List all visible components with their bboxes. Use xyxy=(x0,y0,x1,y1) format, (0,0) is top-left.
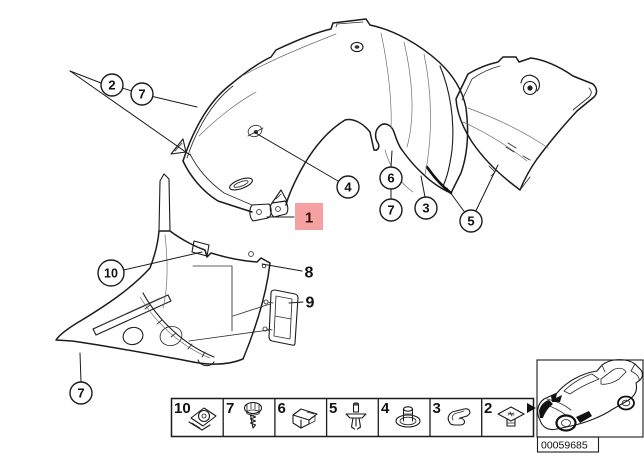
cover-panel-drawing xyxy=(55,173,271,367)
mounting-plate-drawing xyxy=(262,289,299,346)
callout-7-top-label: 7 xyxy=(138,87,145,102)
fastener-legend: 10 7 6 xyxy=(170,397,535,438)
legend-cell-4-label: 4 xyxy=(381,400,390,417)
callout-7-mid-label: 7 xyxy=(387,203,394,218)
part-label-8-text: 8 xyxy=(305,265,314,282)
callout-6-label: 6 xyxy=(387,171,394,186)
callout-10[interactable]: 10 xyxy=(97,259,125,287)
clamp-clip-icon xyxy=(292,408,318,429)
leader-lines xyxy=(69,70,499,383)
car-sketch-icon xyxy=(527,359,643,432)
callout-5-label: 5 xyxy=(467,214,474,229)
legend-cell-5-label: 5 xyxy=(329,400,337,417)
callout-4[interactable]: 4 xyxy=(336,175,360,199)
part-label-9[interactable]: 9 xyxy=(306,295,315,312)
wheel-arch-liner-drawing xyxy=(170,18,469,222)
highlighted-part-1-label: 1 xyxy=(305,209,313,226)
spring-clip-icon xyxy=(447,408,471,426)
callout-6[interactable]: 6 xyxy=(379,166,403,190)
legend-cell-6-label: 6 xyxy=(278,400,286,417)
callout-7-bottom[interactable]: 7 xyxy=(69,381,93,405)
expanding-rivet-icon xyxy=(345,402,367,430)
legend-cell-6[interactable]: 6 xyxy=(278,400,318,429)
under-shield-drawing xyxy=(455,56,598,191)
callout-5[interactable]: 5 xyxy=(459,209,483,233)
highlighted-part-1[interactable]: 1 xyxy=(295,203,323,230)
legend-cell-10[interactable]: 10 xyxy=(174,400,217,431)
hex-screw-icon xyxy=(243,401,263,429)
vehicle-thumbnail: 00059685 xyxy=(527,359,644,453)
speed-nut-icon xyxy=(188,407,217,431)
callout-10-label: 10 xyxy=(104,267,118,281)
callout-2-label: 2 xyxy=(108,78,115,93)
callout-4-label: 4 xyxy=(344,180,352,195)
plastic-nut-icon xyxy=(395,406,421,428)
part-label-8[interactable]: 8 xyxy=(305,265,314,282)
legend-cell-2-label: 2 xyxy=(484,400,492,417)
part-label-9-text: 9 xyxy=(306,295,315,312)
callout-7-bottom-label: 7 xyxy=(77,386,84,401)
image-id-box: 00059685 xyxy=(536,436,600,453)
legend-cell-7[interactable]: 7 xyxy=(226,400,263,429)
legend-cell-5[interactable]: 5 xyxy=(329,400,367,430)
highlight-box xyxy=(295,203,323,230)
image-id-text: 00059685 xyxy=(541,439,588,451)
legend-cell-4[interactable]: 4 xyxy=(381,400,421,428)
callout-7-top[interactable]: 7 xyxy=(130,82,154,106)
legend-cell-3-label: 3 xyxy=(433,400,441,417)
legend-cell-2[interactable]: 2 xyxy=(484,400,525,427)
legend-cell-7-label: 7 xyxy=(226,400,234,417)
legend-cell-3[interactable]: 3 xyxy=(433,400,471,426)
callout-3-label: 3 xyxy=(422,201,429,216)
callout-3[interactable]: 3 xyxy=(414,196,438,220)
callout-2[interactable]: 2 xyxy=(100,73,124,97)
legend-cell-10-label: 10 xyxy=(174,400,191,417)
callout-7-mid[interactable]: 7 xyxy=(379,198,403,222)
expanding-nut-icon xyxy=(497,406,525,427)
